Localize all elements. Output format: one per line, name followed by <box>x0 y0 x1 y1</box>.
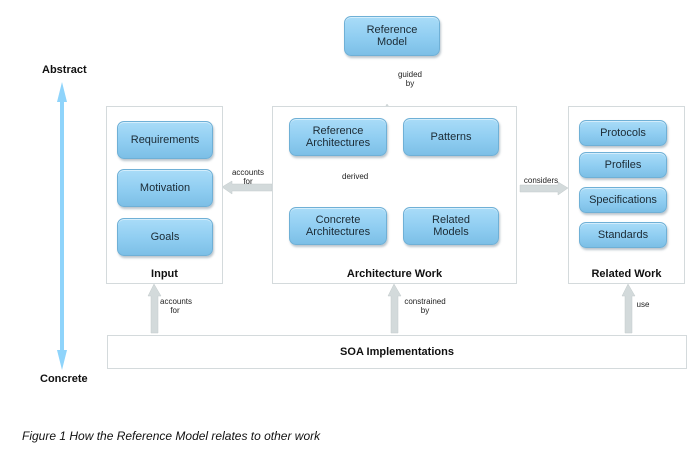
abstract-label: Abstract <box>42 64 87 76</box>
profiles-node[interactable]: Profiles <box>579 152 667 178</box>
considers-arrow <box>519 181 569 196</box>
figure-caption: Figure 1 How the Reference Model relates… <box>22 429 321 443</box>
patterns-node[interactable]: Patterns <box>403 118 499 156</box>
requirements-node[interactable]: Requirements <box>117 121 213 159</box>
protocols-node[interactable]: Protocols <box>579 120 667 146</box>
soa-implementations-title: SOA Implementations <box>340 346 454 358</box>
accounts-for-bottom-arrow <box>147 283 162 334</box>
goals-node[interactable]: Goals <box>117 218 213 256</box>
use-label: use <box>636 300 650 309</box>
concrete-label: Concrete <box>40 373 88 385</box>
standards-node[interactable]: Standards <box>579 222 667 248</box>
architecture-work-panel-title: Architecture Work <box>346 268 443 280</box>
specifications-node[interactable]: Specifications <box>579 187 667 213</box>
soa-implementations-panel: SOA Implementations <box>107 335 687 369</box>
use-arrow <box>621 283 636 334</box>
considers-label: considers <box>523 176 559 185</box>
constrained-by-arrow <box>387 283 402 334</box>
derived-label: derived <box>342 172 369 181</box>
related-work-panel: Protocols Profiles Specifications Standa… <box>568 106 685 284</box>
related-work-panel-title: Related Work <box>591 268 662 280</box>
motivation-node[interactable]: Motivation <box>117 169 213 207</box>
abstract-concrete-axis-arrow <box>57 82 67 370</box>
input-panel: Requirements Motivation Goals Input <box>106 106 223 284</box>
input-panel-title: Input <box>151 268 178 280</box>
